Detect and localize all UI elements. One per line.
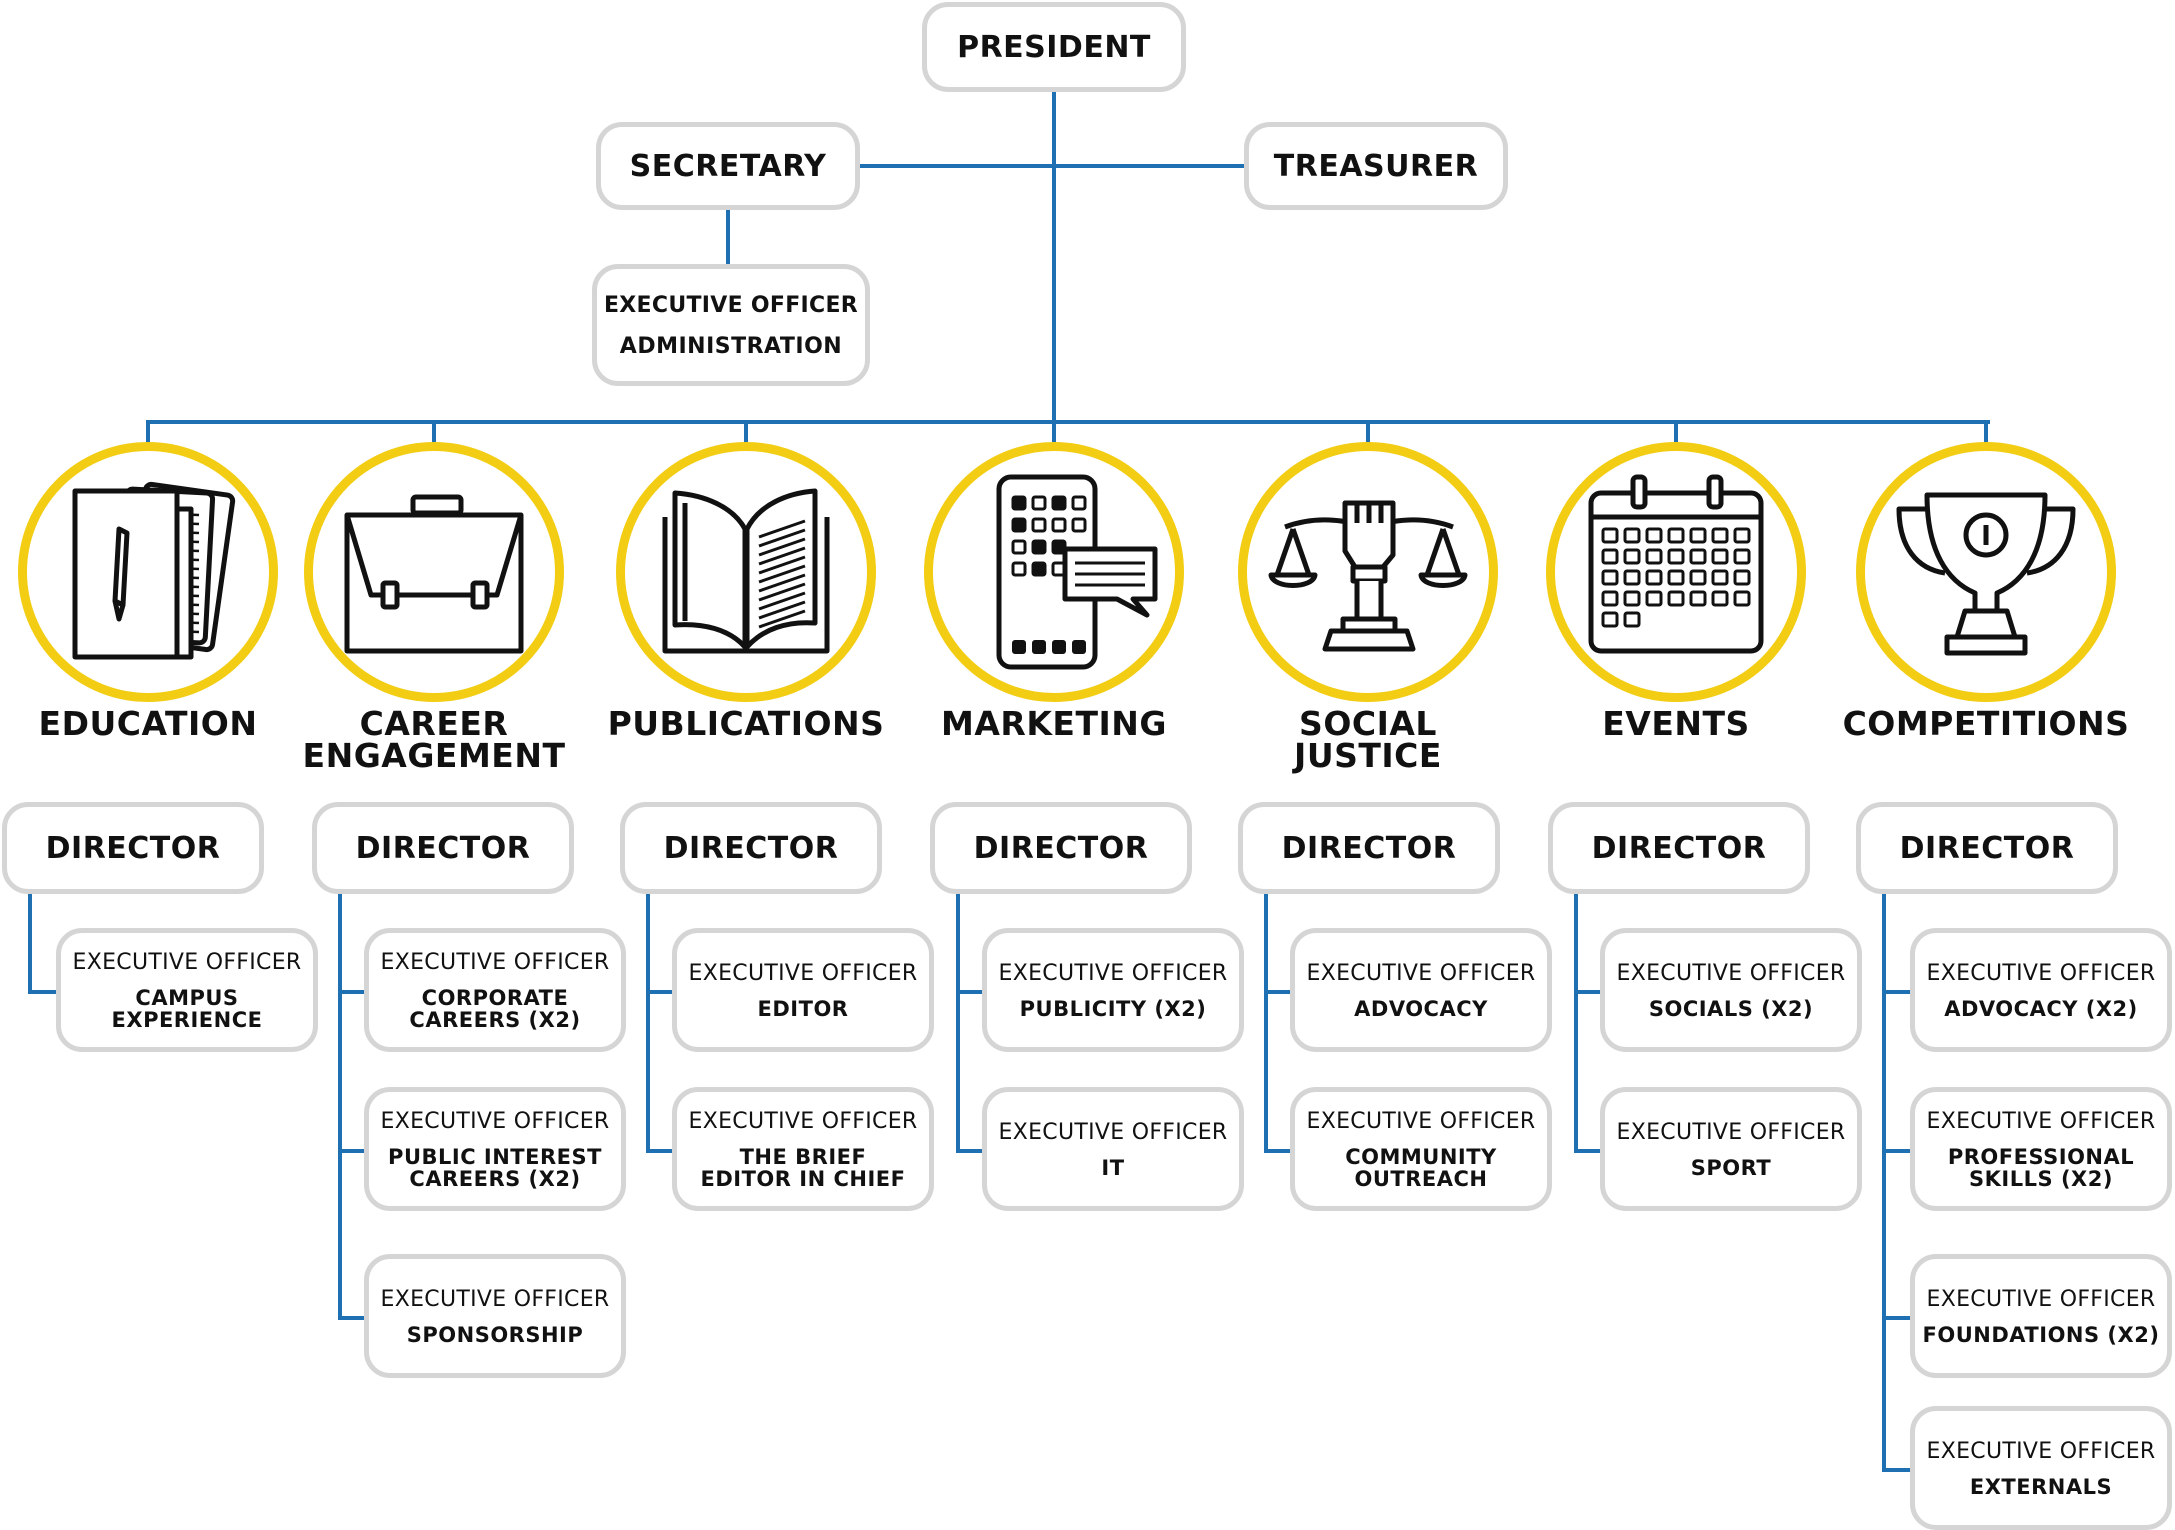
- admin-officer-role: ADMINISTRATION: [619, 333, 843, 359]
- officer-heading: EXECUTIVE OFFICER: [72, 949, 302, 975]
- officer-heading: EXECUTIVE OFFICER: [1306, 960, 1536, 986]
- treasurer-box: TREASURER: [1244, 122, 1508, 210]
- dept-icon-circle-2: [616, 442, 876, 702]
- dept-director-box-6: DIRECTOR: [1856, 802, 2118, 894]
- executive-officer-box-3-1: EXECUTIVE OFFICER IT: [982, 1087, 1244, 1211]
- dept-icon-circle-6: [1856, 442, 2116, 702]
- executive-officer-box-6-3: EXECUTIVE OFFICER EXTERNALS: [1910, 1406, 2172, 1530]
- president-box: PRESIDENT: [922, 2, 1186, 92]
- officer-heading: EXECUTIVE OFFICER: [1926, 1286, 2156, 1312]
- officer-role: SPONSORSHIP: [406, 1322, 584, 1347]
- officer-role: PUBLICITY (X2): [1019, 996, 1207, 1021]
- director-label: DIRECTOR: [1281, 830, 1457, 866]
- dept-icon-circle-3: [924, 442, 1184, 702]
- dept-title-6: COMPETITIONS: [1842, 704, 2130, 743]
- dept-director-box-3: DIRECTOR: [930, 802, 1192, 894]
- executive-officer-box-2-1: EXECUTIVE OFFICER THE BRIEF EDITOR IN CH…: [672, 1087, 934, 1211]
- officer-role: THE BRIEF EDITOR IN CHIEF: [700, 1144, 906, 1191]
- officer-role: CAMPUS EXPERIENCE: [111, 985, 263, 1032]
- dept-title-0: EDUCATION: [38, 704, 258, 743]
- officer-role: FOUNDATIONS (X2): [1922, 1322, 2160, 1347]
- admin-officer-heading: EXECUTIVE OFFICER: [603, 292, 859, 318]
- open-book-icon: [662, 488, 830, 654]
- officer-heading: EXECUTIVE OFFICER: [1616, 1119, 1846, 1145]
- dept-title-1: CAREER ENGAGEMENT: [302, 704, 566, 775]
- director-label: DIRECTOR: [973, 830, 1149, 866]
- dept-icon-circle-4: [1238, 442, 1498, 702]
- officer-role: ADVOCACY: [1354, 996, 1488, 1021]
- dept-title-3: MARKETING: [941, 704, 1167, 743]
- officer-heading: EXECUTIVE OFFICER: [380, 1286, 610, 1312]
- director-label: DIRECTOR: [663, 830, 839, 866]
- trophy-icon: [1896, 492, 2076, 656]
- dept-icon-circle-5: [1546, 442, 1806, 702]
- executive-officer-box-6-1: EXECUTIVE OFFICER PROFESSIONAL SKILLS (X…: [1910, 1087, 2172, 1211]
- director-label: DIRECTOR: [1899, 830, 2075, 866]
- folder-documents-icon: [72, 481, 236, 660]
- dept-director-box-0: DIRECTOR: [2, 802, 264, 894]
- dept-director-box-2: DIRECTOR: [620, 802, 882, 894]
- executive-officer-box-2-0: EXECUTIVE OFFICER EDITOR: [672, 928, 934, 1052]
- dept-director-box-5: DIRECTOR: [1548, 802, 1810, 894]
- executive-officer-box-1-1: EXECUTIVE OFFICER PUBLIC INTEREST CAREER…: [364, 1087, 626, 1211]
- secretary-box: SECRETARY: [596, 122, 860, 210]
- officer-role: PROFESSIONAL SKILLS (X2): [1947, 1144, 2135, 1191]
- executive-officer-box-3-0: EXECUTIVE OFFICER PUBLICITY (X2): [982, 928, 1244, 1052]
- officer-heading: EXECUTIVE OFFICER: [380, 949, 610, 975]
- officer-heading: EXECUTIVE OFFICER: [1926, 1108, 2156, 1134]
- dept-title-4: SOCIAL JUSTICE: [1294, 704, 1442, 775]
- treasurer-label: TREASURER: [1273, 148, 1479, 184]
- scales-fist-icon: [1268, 500, 1468, 652]
- officer-heading: EXECUTIVE OFFICER: [380, 1108, 610, 1134]
- officer-role: IT: [1101, 1155, 1125, 1180]
- executive-officer-box-5-1: EXECUTIVE OFFICER SPORT: [1600, 1087, 1862, 1211]
- phone-chat-icon: [996, 474, 1158, 670]
- dept-icon-circle-0: [18, 442, 278, 702]
- officer-role: CORPORATE CAREERS (X2): [409, 985, 581, 1032]
- officer-heading: EXECUTIVE OFFICER: [1926, 1438, 2156, 1464]
- executive-officer-box-1-2: EXECUTIVE OFFICER SPONSORSHIP: [364, 1254, 626, 1378]
- secretary-label: SECRETARY: [629, 148, 827, 184]
- dept-director-box-4: DIRECTOR: [1238, 802, 1500, 894]
- admin-officer-box: EXECUTIVE OFFICER ADMINISTRATION: [592, 264, 870, 386]
- dept-title-2: PUBLICATIONS: [607, 704, 885, 743]
- executive-officer-box-6-0: EXECUTIVE OFFICER ADVOCACY (X2): [1910, 928, 2172, 1052]
- officer-role: EXTERNALS: [1969, 1474, 2113, 1499]
- officer-heading: EXECUTIVE OFFICER: [998, 1119, 1228, 1145]
- officer-role: EDITOR: [757, 996, 849, 1021]
- executive-officer-box-6-2: EXECUTIVE OFFICER FOUNDATIONS (X2): [1910, 1254, 2172, 1378]
- officer-heading: EXECUTIVE OFFICER: [688, 1108, 918, 1134]
- calendar-icon: [1588, 474, 1764, 654]
- executive-officer-box-5-0: EXECUTIVE OFFICER SOCIALS (X2): [1600, 928, 1862, 1052]
- briefcase-icon: [344, 494, 524, 654]
- officer-role: SOCIALS (X2): [1648, 996, 1814, 1021]
- executive-officer-box-4-1: EXECUTIVE OFFICER COMMUNITY OUTREACH: [1290, 1087, 1552, 1211]
- executive-officer-box-0-0: EXECUTIVE OFFICER CAMPUS EXPERIENCE: [56, 928, 318, 1052]
- director-label: DIRECTOR: [355, 830, 531, 866]
- dept-title-5: EVENTS: [1602, 704, 1750, 743]
- officer-role: ADVOCACY (X2): [1944, 996, 2138, 1021]
- executive-officer-box-4-0: EXECUTIVE OFFICER ADVOCACY: [1290, 928, 1552, 1052]
- officer-role: SPORT: [1690, 1155, 1772, 1180]
- officer-heading: EXECUTIVE OFFICER: [998, 960, 1228, 986]
- dept-director-box-1: DIRECTOR: [312, 802, 574, 894]
- director-label: DIRECTOR: [45, 830, 221, 866]
- executive-officer-box-1-0: EXECUTIVE OFFICER CORPORATE CAREERS (X2): [364, 928, 626, 1052]
- director-label: DIRECTOR: [1591, 830, 1767, 866]
- dept-icon-circle-1: [304, 442, 564, 702]
- officer-role: PUBLIC INTEREST CAREERS (X2): [388, 1144, 602, 1191]
- officer-heading: EXECUTIVE OFFICER: [1306, 1108, 1536, 1134]
- president-label: PRESIDENT: [957, 29, 1151, 65]
- officer-heading: EXECUTIVE OFFICER: [1616, 960, 1846, 986]
- officer-heading: EXECUTIVE OFFICER: [1926, 960, 2156, 986]
- officer-heading: EXECUTIVE OFFICER: [688, 960, 918, 986]
- officer-role: COMMUNITY OUTREACH: [1345, 1144, 1497, 1191]
